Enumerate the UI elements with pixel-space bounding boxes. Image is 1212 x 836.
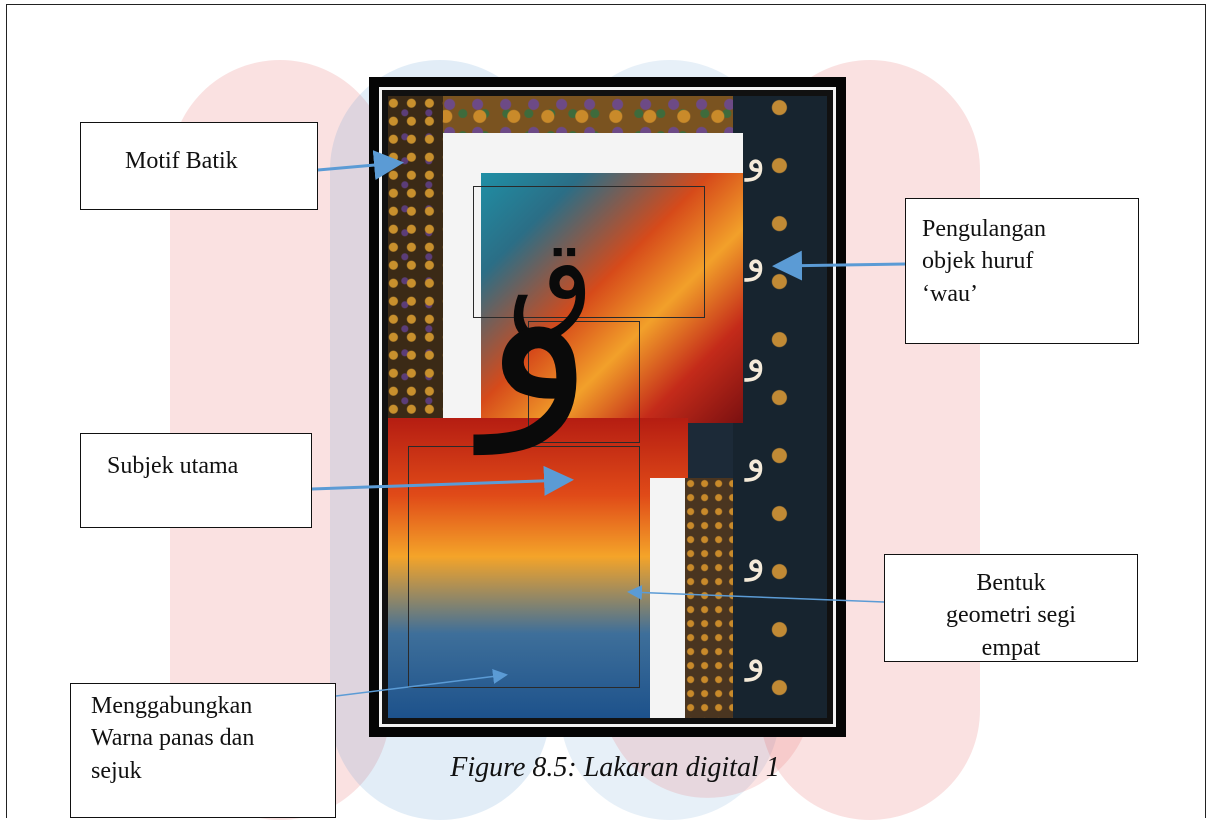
white-geometric-bar [443,133,743,173]
callout-menggabungkan-warna: Menggabungkan Warna panas dan sejuk [70,683,336,818]
repeated-wau-panel [733,96,827,718]
wau-glyph: و [746,436,766,482]
abstract-painting-top [481,173,743,423]
callout-text: geometri segi [946,602,1076,629]
artwork-white-border: ق و و و و و و و [379,87,836,727]
wau-glyph: و [746,136,766,182]
callout-subjek-utama: Subjek utama [80,433,312,528]
wau-glyph: و [746,236,766,282]
callout-pengulangan-wau: Pengulangan objek huruf ‘wau’ [905,198,1139,344]
geometric-rectangle-outline [408,446,640,688]
callout-text: objek huruf [922,248,1034,275]
callout-text: Motif Batik [125,148,238,174]
callout-text: Menggabungkan [91,693,253,719]
callout-text: Warna panas dan [91,725,255,752]
figure-caption: Figure 8.5: Lakaran digital 1 [450,752,780,783]
page-frame [6,4,1206,818]
wau-glyph: و [746,536,766,582]
callout-text: Pengulangan [922,216,1046,242]
geometric-rectangle-outline [473,186,705,318]
calligraphy-main-subject: و [483,187,595,454]
batik-motif-left [388,96,443,426]
callout-text: sejuk [91,757,142,784]
artwork-digital-sketch: ق و و و و و و و [369,77,846,737]
wau-glyph: و [746,336,766,382]
callout-text: ‘wau’ [922,280,978,307]
callout-text: Subjek utama [107,453,239,479]
callout-motif-batik: Motif Batik [80,122,318,210]
callout-text: Bentuk [976,570,1046,596]
artwork-canvas: ق و و و و و و و [388,96,827,718]
abstract-painting-bottom [388,418,688,718]
calligraphy-small-glyph: ق [508,216,594,344]
callout-bentuk-geometri: Bentuk geometri segi empat [884,554,1138,662]
batik-motif-bottom [685,478,733,718]
wau-glyph: و [746,636,766,682]
geometric-rectangle-outline [528,321,640,443]
white-geometric-bar [443,133,481,423]
callout-text: empat [981,634,1041,661]
